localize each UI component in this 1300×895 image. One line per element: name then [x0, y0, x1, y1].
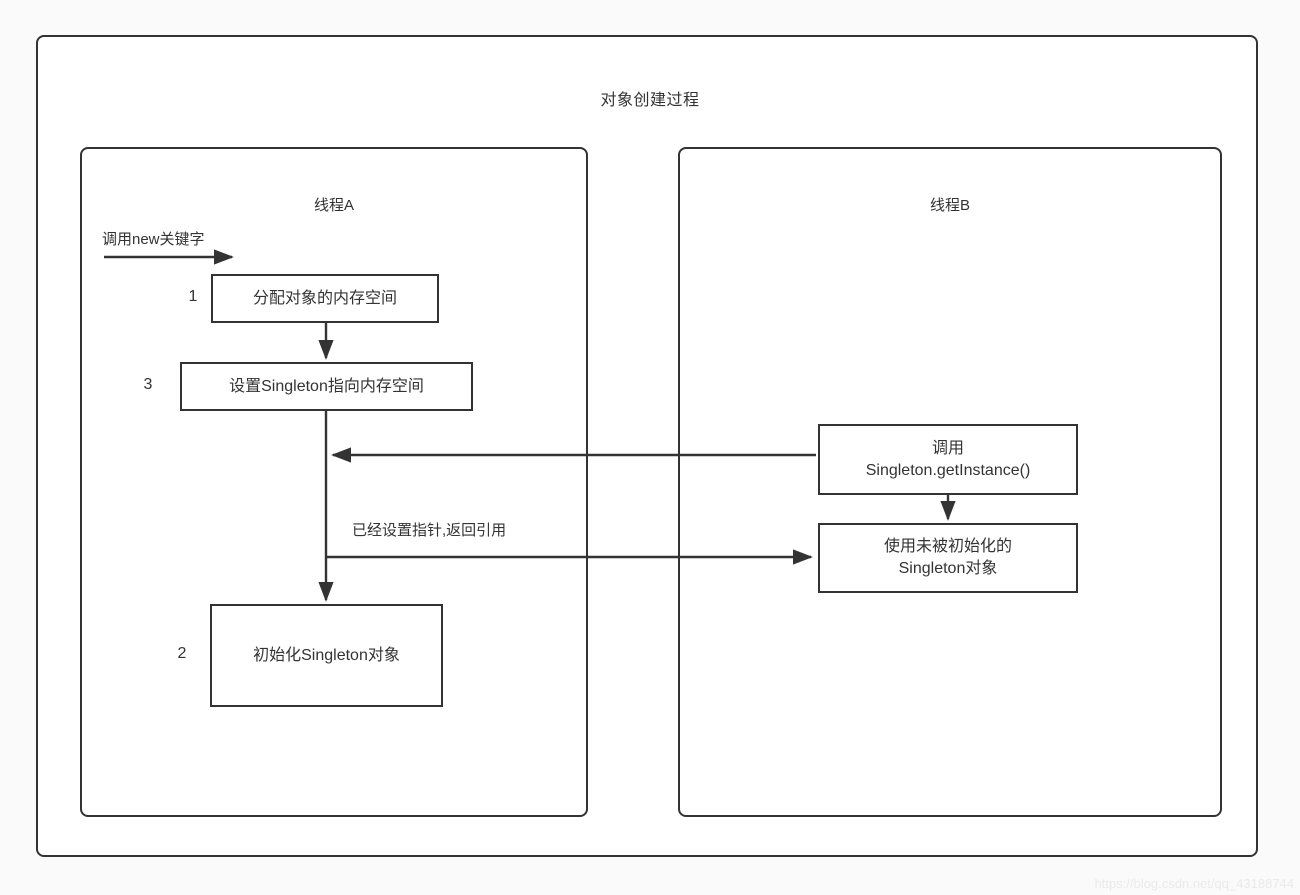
- diagram-title: 对象创建过程: [600, 92, 700, 109]
- lane-label-thread-a: 线程A: [313, 197, 354, 214]
- node-allocate-memory[interactable]: 分配对象的内存空间: [211, 274, 439, 323]
- step-number-initialize: 2: [177, 645, 187, 662]
- edge-label-call-new: 调用new关键字: [102, 231, 205, 248]
- step-number-set-pointer: 3: [143, 376, 153, 393]
- step-number-allocate: 1: [188, 288, 198, 305]
- node-set-singleton-pointer[interactable]: 设置Singleton指向内存空间: [180, 362, 473, 411]
- node-call-getinstance[interactable]: 调用 Singleton.getInstance(): [818, 424, 1078, 495]
- node-initialize-singleton[interactable]: 初始化Singleton对象: [210, 604, 443, 707]
- watermark: https://blog.csdn.net/qq_43188744: [1094, 876, 1295, 891]
- node-use-uninitialized-singleton[interactable]: 使用未被初始化的 Singleton对象: [818, 523, 1078, 593]
- edge-label-return-reference: 已经设置指针,返回引用: [352, 522, 507, 539]
- lane-label-thread-b: 线程B: [929, 197, 970, 214]
